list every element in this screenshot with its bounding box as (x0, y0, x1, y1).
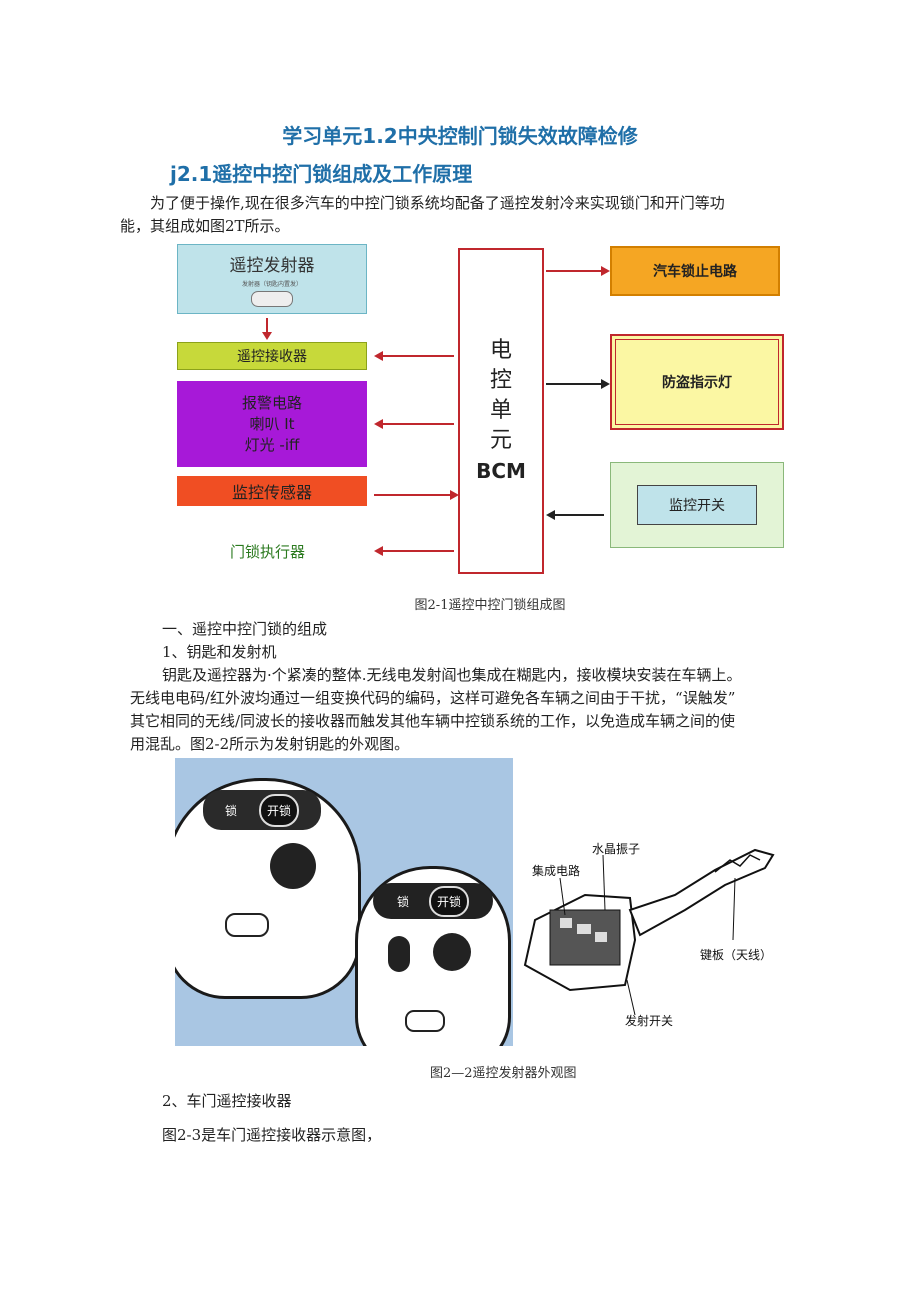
remote-transmitter-sublabel: 发射器（钥匙内置发） (241, 281, 302, 288)
monitor-switch-outer: 监控开关 (610, 462, 784, 548)
fob2-keyring-hole (405, 1010, 445, 1032)
door-actuator-label: 门锁执行器 (230, 543, 306, 561)
ecu-char-4: 元 (489, 428, 512, 453)
receiver-label: 遥控接收器 (237, 349, 307, 365)
alarm-line-3: 灯光 -iff (244, 435, 300, 454)
tx-switch-label: 发射开关 (625, 1014, 674, 1028)
remote-transmitter-label: 遥控发射器 (229, 256, 315, 276)
remote-transmitter-box: 遥控发射器 发射器（钥匙内置发） (177, 244, 367, 314)
intro-paragraph-line1: 为了便于操作,现在很多汽车的中控门锁系统均配备了遥控发射冷来实现锁门和开门等功 (150, 194, 725, 212)
section-heading-1: 一、遥控中控门锁的组成 (162, 620, 328, 638)
key-icon (251, 291, 293, 307)
arrow-lock (546, 270, 602, 272)
body-line-3: 其它相同的无线/同波长的接收器而触发其他车辆中控锁系统的工作，以免造成车辆之间的… (130, 712, 736, 730)
ic-label: 集成电路 (532, 864, 581, 878)
fob2-unlock-label: 开锁 (429, 885, 470, 917)
intro-paragraph-line2: 能，其组成如图2T所示。 (120, 217, 290, 235)
arrow-lock-head (601, 266, 610, 276)
key-blade-label: 键板（天线） (700, 948, 773, 962)
section-subtitle: j2.1遥控中控门锁组成及工作原理 (170, 162, 473, 186)
arrow-alarm-head (374, 419, 383, 429)
lock-circuit-label: 汽车锁止电路 (653, 264, 737, 280)
key-transmitter-drawing (523, 848, 775, 1016)
body-line-1: 钥匙及遥控器为·个紧凑的整体.无线电发射阎也集成在糊匙内，接收模块安装在车辆上。 (162, 666, 742, 684)
composition-diagram: 遥控发射器 发射器（钥匙内置发） 遥控接收器 报警电路 喇叭 It 灯光 -if… (170, 238, 790, 578)
monitor-sensor-label: 监控传感器 (231, 483, 312, 502)
fob2-trunk-icon (433, 933, 471, 971)
monitor-switch-box: 监控开关 (637, 485, 757, 525)
page-title: 学习单元1.2中央控制门锁失效故障检修 (282, 124, 638, 148)
receiver-box: 遥控接收器 (177, 342, 367, 370)
arrow-switch-head (546, 510, 555, 520)
monitor-switch-label: 监控开关 (669, 498, 725, 514)
antitheft-lamp-box: 防盗指示灯 (610, 334, 784, 430)
section-heading-2: 2、车门遥控接收器 (162, 1092, 292, 1110)
arrow-receiver-head (374, 351, 383, 361)
fob1-keyring-hole (225, 913, 269, 937)
alarm-line-1: 报警电路 (241, 393, 302, 412)
section-heading-1-1: 1、钥匙和发射机 (162, 643, 277, 661)
figure1-caption: 图2-1遥控中控门锁组成图 (414, 598, 566, 613)
fob2-small-button (388, 936, 410, 972)
ecu-char-1: 电 (489, 338, 512, 363)
figure2-caption: 图2—2遥控发射器外观图 (430, 1066, 577, 1081)
arrow-lamp-head (601, 379, 610, 389)
fob1-lock-label: 锁 (224, 803, 237, 818)
body-line-2: 无线电电码/红外波均通过一组变换代码的编码，这样可避免各车辆之间由于干扰，“误触… (130, 689, 736, 707)
lock-circuit-box: 汽车锁止电路 (610, 246, 780, 296)
arrow-sensor-head (450, 490, 459, 500)
arrow-lamp (546, 383, 602, 385)
down-arrow-head (262, 332, 272, 340)
ecu-bcm-label: BCM (476, 459, 526, 483)
section-2-text: 图2-3是车门遥控接收器示意图， (162, 1126, 382, 1144)
arrow-switch (554, 514, 604, 516)
remote-fob-photo: 锁 开锁 锁 开锁 (175, 758, 513, 1046)
fob1-trunk-icon (270, 843, 316, 889)
body-line-4: 用混乱。图2-2所示为发射钥匙的外观图。 (130, 735, 410, 753)
fob2-lock-label: 锁 (396, 894, 409, 909)
crystal-label: 水晶振子 (592, 842, 641, 856)
antitheft-lamp-label: 防盗指示灯 (662, 375, 732, 391)
monitor-sensor-box: 监控传感器 (177, 476, 367, 506)
arrow-alarm (382, 423, 454, 425)
fob1-unlock-label: 开锁 (259, 793, 300, 827)
fob2-lock-button: 锁 开锁 (373, 883, 493, 919)
ecu-box: 电 控 单 元 BCM (458, 248, 544, 574)
down-arrow (266, 318, 268, 334)
alarm-line-2: 喇叭 It (249, 414, 295, 433)
arrow-actuator-head (374, 546, 383, 556)
ecu-char-2: 控 (489, 368, 512, 393)
arrow-sensor (374, 494, 450, 496)
arrow-actuator (382, 550, 454, 552)
arrow-receiver (382, 355, 454, 357)
alarm-circuit-box: 报警电路 喇叭 It 灯光 -iff (177, 381, 367, 467)
fob1-lock-button: 锁 开锁 (203, 790, 321, 830)
ecu-char-3: 单 (489, 398, 512, 423)
